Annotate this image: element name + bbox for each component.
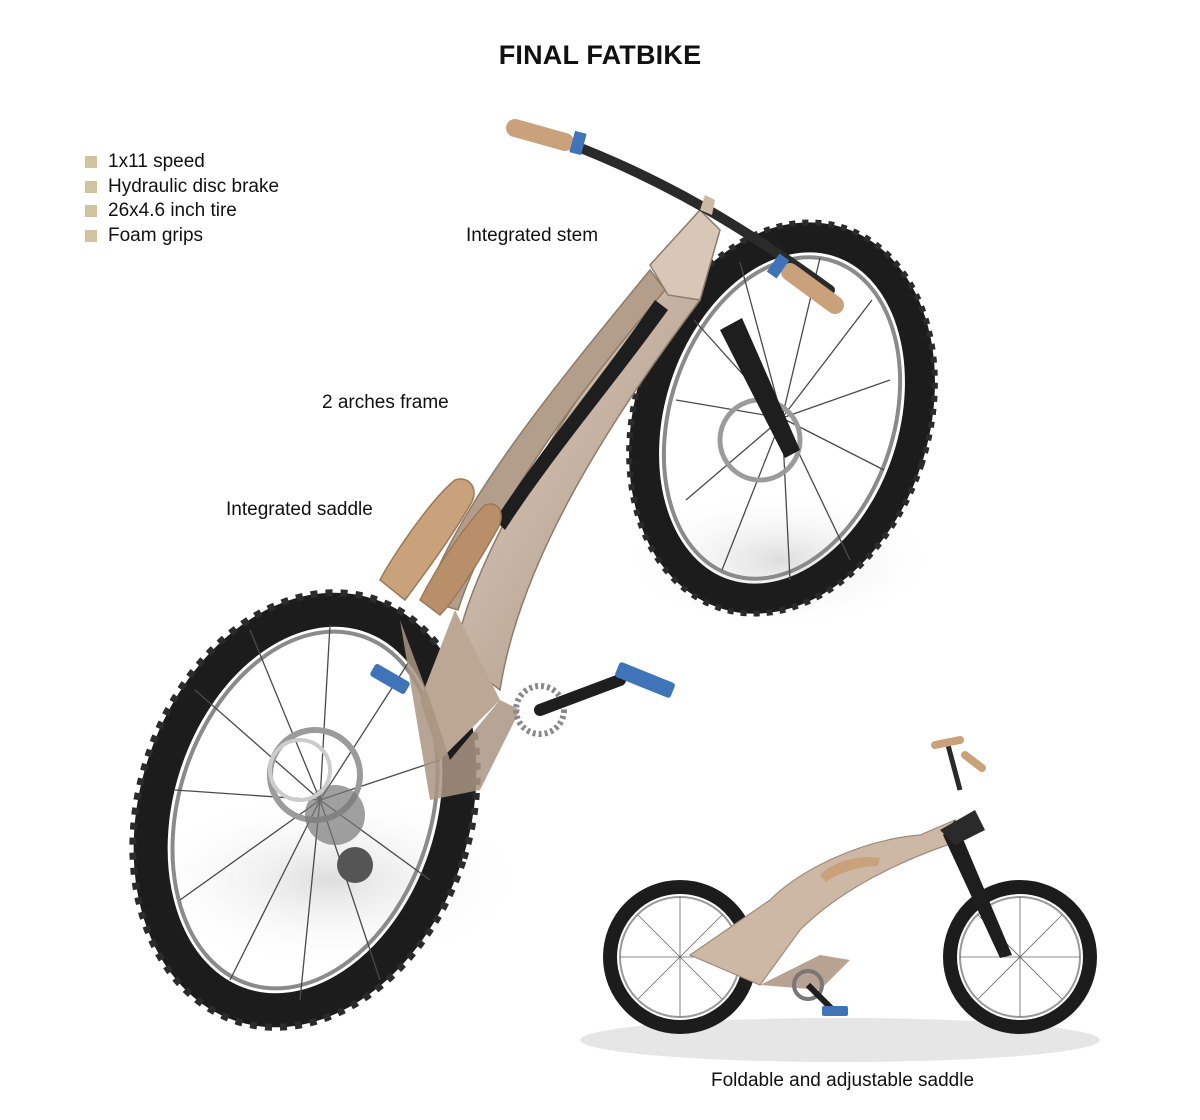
spec-list: 1x11 speed Hydraulic disc brake 26x4.6 i…: [85, 150, 279, 248]
spec-item: 26x4.6 inch tire: [85, 199, 279, 224]
square-bullet-icon: [85, 180, 97, 193]
spec-text: 26x4.6 inch tire: [108, 200, 237, 222]
spec-item: 1x11 speed: [85, 150, 279, 175]
spec-item: Foam grips: [85, 224, 279, 249]
label-foldable-saddle: Foldable and adjustable saddle: [711, 1070, 975, 1091]
main-bike: [129, 119, 940, 1031]
saddle: [379, 478, 502, 616]
label-integrated-saddle: Integrated saddle: [226, 499, 373, 520]
square-bullet-icon: [85, 156, 97, 169]
label-arches-frame: 2 arches frame: [322, 392, 449, 413]
side-view-bike: [580, 736, 1100, 1062]
square-bullet-icon: [85, 205, 97, 218]
spec-item: Hydraulic disc brake: [85, 175, 279, 200]
label-integrated-stem: Integrated stem: [466, 225, 599, 246]
drivetrain: [268, 662, 675, 883]
square-bullet-icon: [85, 229, 97, 242]
rear-wheel: [129, 589, 481, 1031]
spec-text: Hydraulic disc brake: [108, 175, 280, 197]
spec-text: 1x11 speed: [108, 151, 205, 173]
spec-text: Foam grips: [108, 224, 204, 246]
handlebar: [506, 119, 844, 314]
front-wheel: [626, 219, 938, 617]
page-title: FINAL FATBIKE: [498, 40, 702, 70]
